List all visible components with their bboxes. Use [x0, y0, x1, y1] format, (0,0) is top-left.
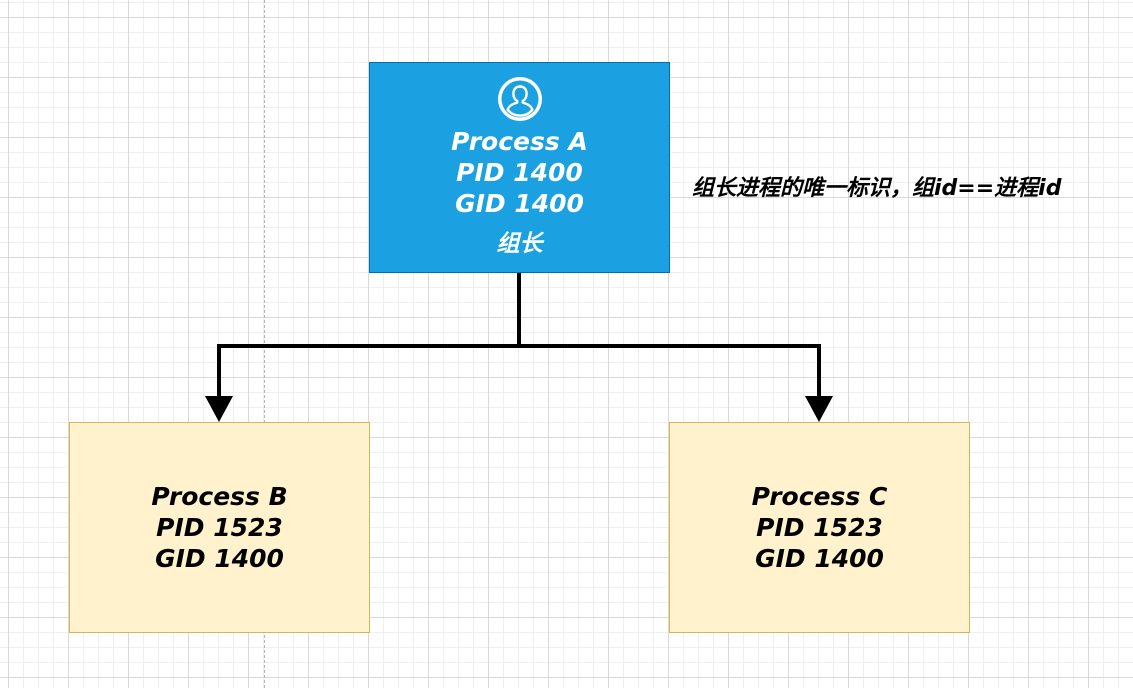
user-icon	[497, 76, 542, 121]
process-b-gid: GID 1400	[155, 544, 284, 573]
arrowhead-b	[205, 396, 233, 422]
process-a-role: 组长	[496, 230, 543, 257]
process-c-pid: PID 1523	[756, 513, 883, 542]
node-process-c[interactable]: Process C PID 1523 GID 1400	[669, 422, 970, 633]
process-b-name: Process B	[151, 482, 288, 511]
node-process-a[interactable]: Process A PID 1400 GID 1400 组长	[369, 62, 670, 273]
process-b-pid: PID 1523	[156, 513, 283, 542]
process-a-pid: PID 1400	[456, 157, 583, 187]
process-a-name: Process A	[451, 126, 588, 156]
process-a-gid: GID 1400	[455, 188, 584, 218]
arrowhead-c	[805, 396, 833, 422]
node-process-b[interactable]: Process B PID 1523 GID 1400	[69, 422, 370, 633]
process-c-gid: GID 1400	[755, 544, 884, 573]
process-c-name: Process C	[751, 482, 888, 511]
edge-a-to-c	[517, 273, 821, 402]
leader-annotation[interactable]: 组长进程的唯一标识，组id==进程id	[692, 176, 1062, 201]
edge-a-to-b	[217, 273, 521, 402]
